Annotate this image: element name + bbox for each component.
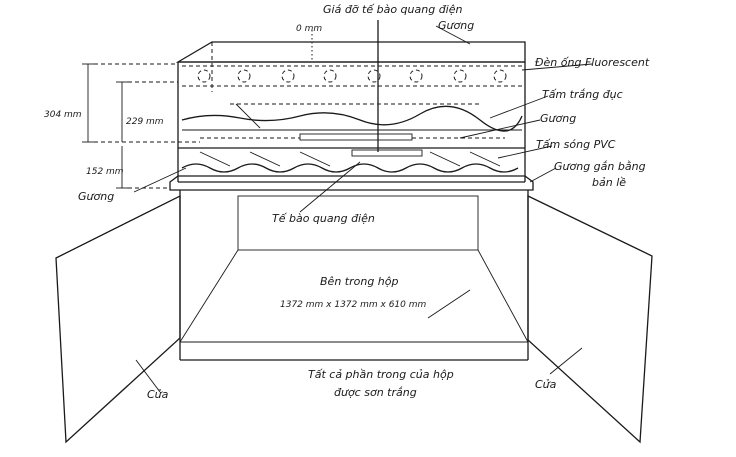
door-right xyxy=(527,194,653,444)
label-box-dims: 1372 mm x 1372 mm x 610 mm xyxy=(280,300,427,310)
label-zero-mm: 0 mm xyxy=(296,24,322,34)
photocell-plate xyxy=(200,133,505,157)
label-white-sheet: Tấm trắng đục xyxy=(542,88,623,101)
white-sheet xyxy=(181,103,523,132)
label-dim-152: 152 mm xyxy=(86,167,124,177)
label-painted-1: Tất cả phần trong của hộp xyxy=(308,368,454,381)
label-dim-304: 304 mm xyxy=(44,110,82,120)
label-photocell: Tế bào quang điện xyxy=(272,212,375,225)
leader-lines xyxy=(133,25,593,393)
label-inside-box: Bên trong hộp xyxy=(320,275,399,288)
dimension-lines xyxy=(82,63,200,189)
hinged-mirror-shelf xyxy=(169,175,534,191)
door-left xyxy=(55,194,181,444)
label-fluorescent: Đèn ống Fluorescent xyxy=(535,56,650,69)
label-mirror-top: Gương xyxy=(438,19,474,32)
label-dim-229: 229 mm xyxy=(126,117,164,127)
label-pvc: Tấm sóng PVC xyxy=(536,138,616,151)
label-door-right: Cửa xyxy=(535,378,557,391)
pvc-sheet xyxy=(178,147,525,173)
fluorescent-lamps xyxy=(182,65,522,87)
label-hinged-mirror-2: bản lề xyxy=(592,176,626,189)
label-holder: Giá đỡ tế bào quang điện xyxy=(323,3,463,16)
label-mirror-right: Gương xyxy=(540,112,576,125)
label-painted-2: được sơn trắng xyxy=(334,386,417,399)
light-compartment xyxy=(175,41,526,182)
label-mirror-left: Gương xyxy=(78,190,114,203)
labels: Giá đỡ tế bào quang điện Gương 0 mm Đèn … xyxy=(44,3,650,401)
label-door-left: Cửa xyxy=(147,388,169,401)
label-hinged-mirror-1: Gương gắn bằng xyxy=(554,160,646,173)
